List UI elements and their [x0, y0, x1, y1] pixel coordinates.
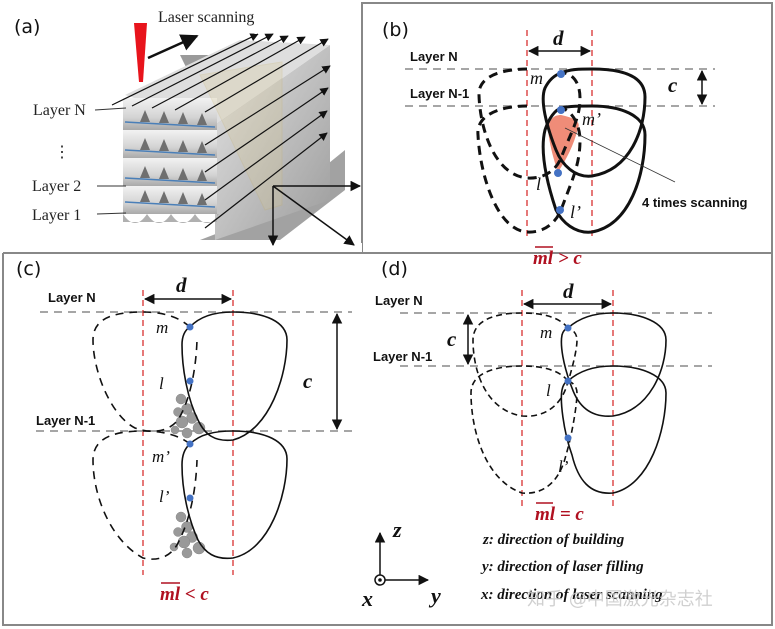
panel-b-label-l: l	[536, 174, 541, 194]
x-axis-label: x	[361, 586, 373, 611]
scan-direction-arrow	[147, 34, 199, 60]
section-plane	[199, 61, 283, 211]
panel-d-track-n1-right	[560, 365, 667, 494]
legend-y: y: direction of laser filling	[480, 559, 644, 575]
bead-bottom-scallops	[123, 214, 219, 223]
annotation-leader	[564, 127, 676, 183]
laser-beam-icon	[134, 23, 147, 82]
panel-d-track-n1-left	[470, 365, 578, 494]
panel-cd-border	[2, 252, 773, 626]
y-axis-label: y	[428, 583, 441, 608]
panel-d-label-m: m	[540, 323, 552, 342]
panel-b-layer-n1: Layer N-1	[410, 86, 469, 101]
panel-c-label-l: l	[159, 374, 164, 393]
panel-b-point-m-prime	[557, 106, 565, 114]
panel-b-label-m: m	[530, 68, 543, 88]
label-layer-1: Layer 1	[32, 207, 81, 224]
block-shadow	[200, 150, 345, 240]
panel-c-label-m-prime: m’	[152, 447, 170, 466]
panel-d-layer-n1: Layer N-1	[373, 349, 432, 364]
panel-d-track-n-left	[472, 312, 578, 417]
label-layer-n: Layer N	[33, 102, 86, 119]
panel-a-gap	[0, 243, 362, 253]
panel-c-point-m	[186, 323, 194, 331]
panel-b-layer-n: Layer N	[410, 49, 458, 64]
panel-b-track-n1-right	[541, 104, 647, 234]
panel-c: (c) Layer N Layer N-1 d c m l	[16, 258, 352, 605]
deposited-block	[111, 33, 331, 240]
legend-z: z: direction of building	[482, 532, 625, 548]
panel-d: (d) Layer N Layer N-1 d c m l l’ ml = c	[373, 258, 712, 525]
panel-b-c-label: c	[668, 73, 678, 97]
panel-d-point-m	[564, 324, 572, 332]
panel-b-condition: ml > c	[533, 248, 582, 269]
leader-layer-n	[94, 107, 127, 111]
panel-b-label-l-prime: l’	[570, 202, 581, 222]
four-times-scanning-label: 4 times scanning	[642, 195, 748, 210]
four-times-scanned-region	[548, 115, 579, 172]
panel-c-label-l-prime: l’	[159, 487, 170, 506]
powder-particles-upper	[170, 393, 206, 439]
panel-d-layer-n: Layer N	[375, 293, 423, 308]
panel-c-d-label: d	[176, 273, 187, 297]
panel-d-label-l-prime: l’	[558, 457, 569, 476]
panel-c-track-n-right	[181, 311, 288, 442]
legend-x: x: direction of laser scanning	[480, 587, 663, 603]
watermark: 知乎 @中国激光杂志社	[527, 589, 713, 610]
panel-c-label: (c)	[16, 258, 41, 280]
panel-b-label: (b)	[382, 19, 409, 41]
panel-b-label-m-prime: m’	[582, 109, 601, 129]
panel-c-point-m-prime	[186, 440, 194, 448]
panel-c-label-m: m	[156, 318, 168, 337]
panel-b-d-label: d	[553, 26, 564, 50]
panel-b-point-l-prime	[556, 206, 564, 214]
layer-interfaces	[124, 121, 216, 208]
z-axis-label: z	[392, 517, 402, 542]
panel-c-track-n-left	[92, 311, 198, 432]
layer-ellipsis: ⋮	[54, 144, 70, 161]
leader-layer-1	[96, 212, 127, 215]
panel-d-track-n-right	[560, 312, 667, 417]
panel-a: (a) Laser scanning	[14, 9, 362, 247]
label-layer-2: Layer 2	[32, 178, 81, 195]
x-axis-dot	[378, 578, 382, 582]
panel-b-point-l	[554, 169, 562, 177]
panel-c-track-n1-left	[92, 430, 198, 560]
block-side	[215, 45, 330, 240]
panel-c-layer-n: Layer N	[48, 290, 96, 305]
scan-lines	[111, 33, 331, 229]
panel-b-point-m	[557, 70, 565, 78]
void-triangles	[140, 110, 207, 205]
panel-d-d-label: d	[563, 279, 574, 303]
direction-legend: z: direction of building y: direction of…	[480, 532, 663, 603]
panel-c-track-n1-right	[181, 430, 288, 560]
panel-c-condition: ml < c	[160, 584, 209, 605]
panel-d-point-l	[564, 377, 572, 385]
panel-d-condition: ml = c	[535, 504, 584, 525]
panel-c-point-l-prime	[186, 494, 194, 502]
panel-d-label: (d)	[381, 258, 408, 280]
panel-c-layer-n1: Layer N-1	[36, 413, 95, 428]
coordinate-axes: z y x	[361, 517, 441, 611]
panel-a-label: (a)	[14, 16, 40, 38]
panel-c-c-label: c	[303, 369, 313, 393]
panel-c-point-l	[186, 377, 194, 385]
panel-b-track-n-right	[541, 67, 647, 178]
panel-b: (b) Layer N Layer N-1 d c m m’ l l’ 4 ti…	[382, 19, 748, 269]
panel-d-c-label: c	[447, 327, 457, 351]
panel-a-frame-axes	[267, 180, 362, 247]
panel-d-point-l-prime	[564, 434, 572, 442]
laser-scanning-title: Laser scanning	[158, 9, 254, 26]
panel-d-label-l: l	[546, 381, 551, 400]
